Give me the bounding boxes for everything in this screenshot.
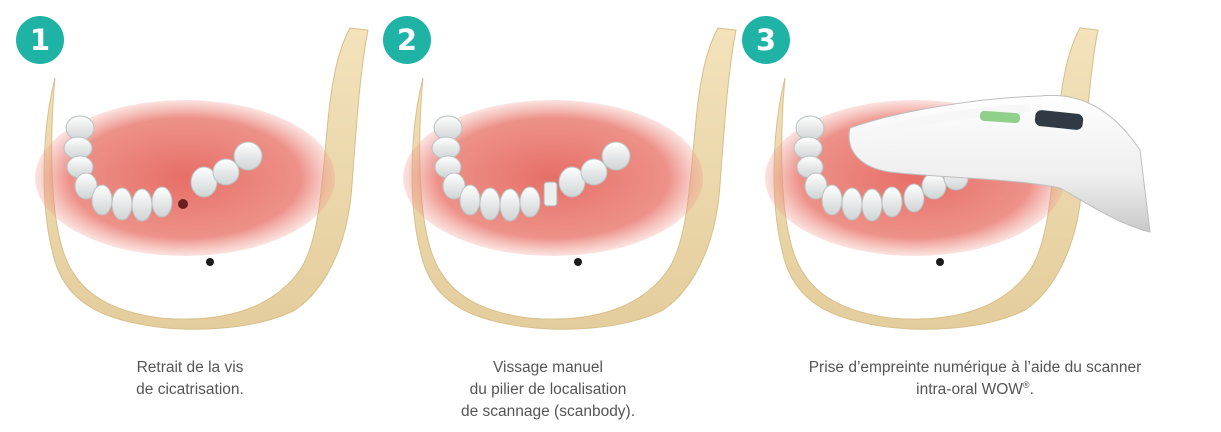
mental-foramen [936, 258, 944, 266]
step-number-badge: 3 [742, 16, 790, 64]
jaw-illustration [730, 0, 1221, 340]
step-caption: Prise d’empreinte numérique à l’aide du … [740, 357, 1210, 401]
trademark-symbol: ® [1023, 380, 1030, 390]
step-1: 1 Retrait de la vis de cicatrisation. [0, 0, 380, 432]
caption-text: intra-oral WOW [916, 381, 1023, 398]
step-3: 3 Prise d’empreinte numérique à l’aide d… [730, 0, 1221, 432]
caption-period: . [1030, 381, 1034, 398]
mental-foramen [574, 258, 582, 266]
step-2: 2 Vissage manuel du pilier de localisati… [368, 0, 748, 432]
scanbody [544, 182, 557, 206]
caption-line: Retrait de la vis [95, 357, 285, 379]
step-number-badge: 1 [16, 16, 64, 64]
step-number-badge: 2 [383, 16, 431, 64]
step-caption: Retrait de la vis de cicatrisation. [95, 357, 285, 401]
implant-hole [178, 199, 188, 209]
caption-line: de cicatrisation. [95, 379, 285, 401]
caption-line-with-trademark: intra-oral WOW®. [740, 379, 1210, 401]
step-caption: Vissage manuel du pilier de localisation… [423, 357, 673, 423]
mental-foramen [206, 258, 214, 266]
caption-line: Vissage manuel [423, 357, 673, 379]
caption-line: de scannage (scanbody). [423, 401, 673, 423]
caption-line: du pilier de localisation [423, 379, 673, 401]
caption-line: Prise d’empreinte numérique à l’aide du … [740, 357, 1210, 379]
